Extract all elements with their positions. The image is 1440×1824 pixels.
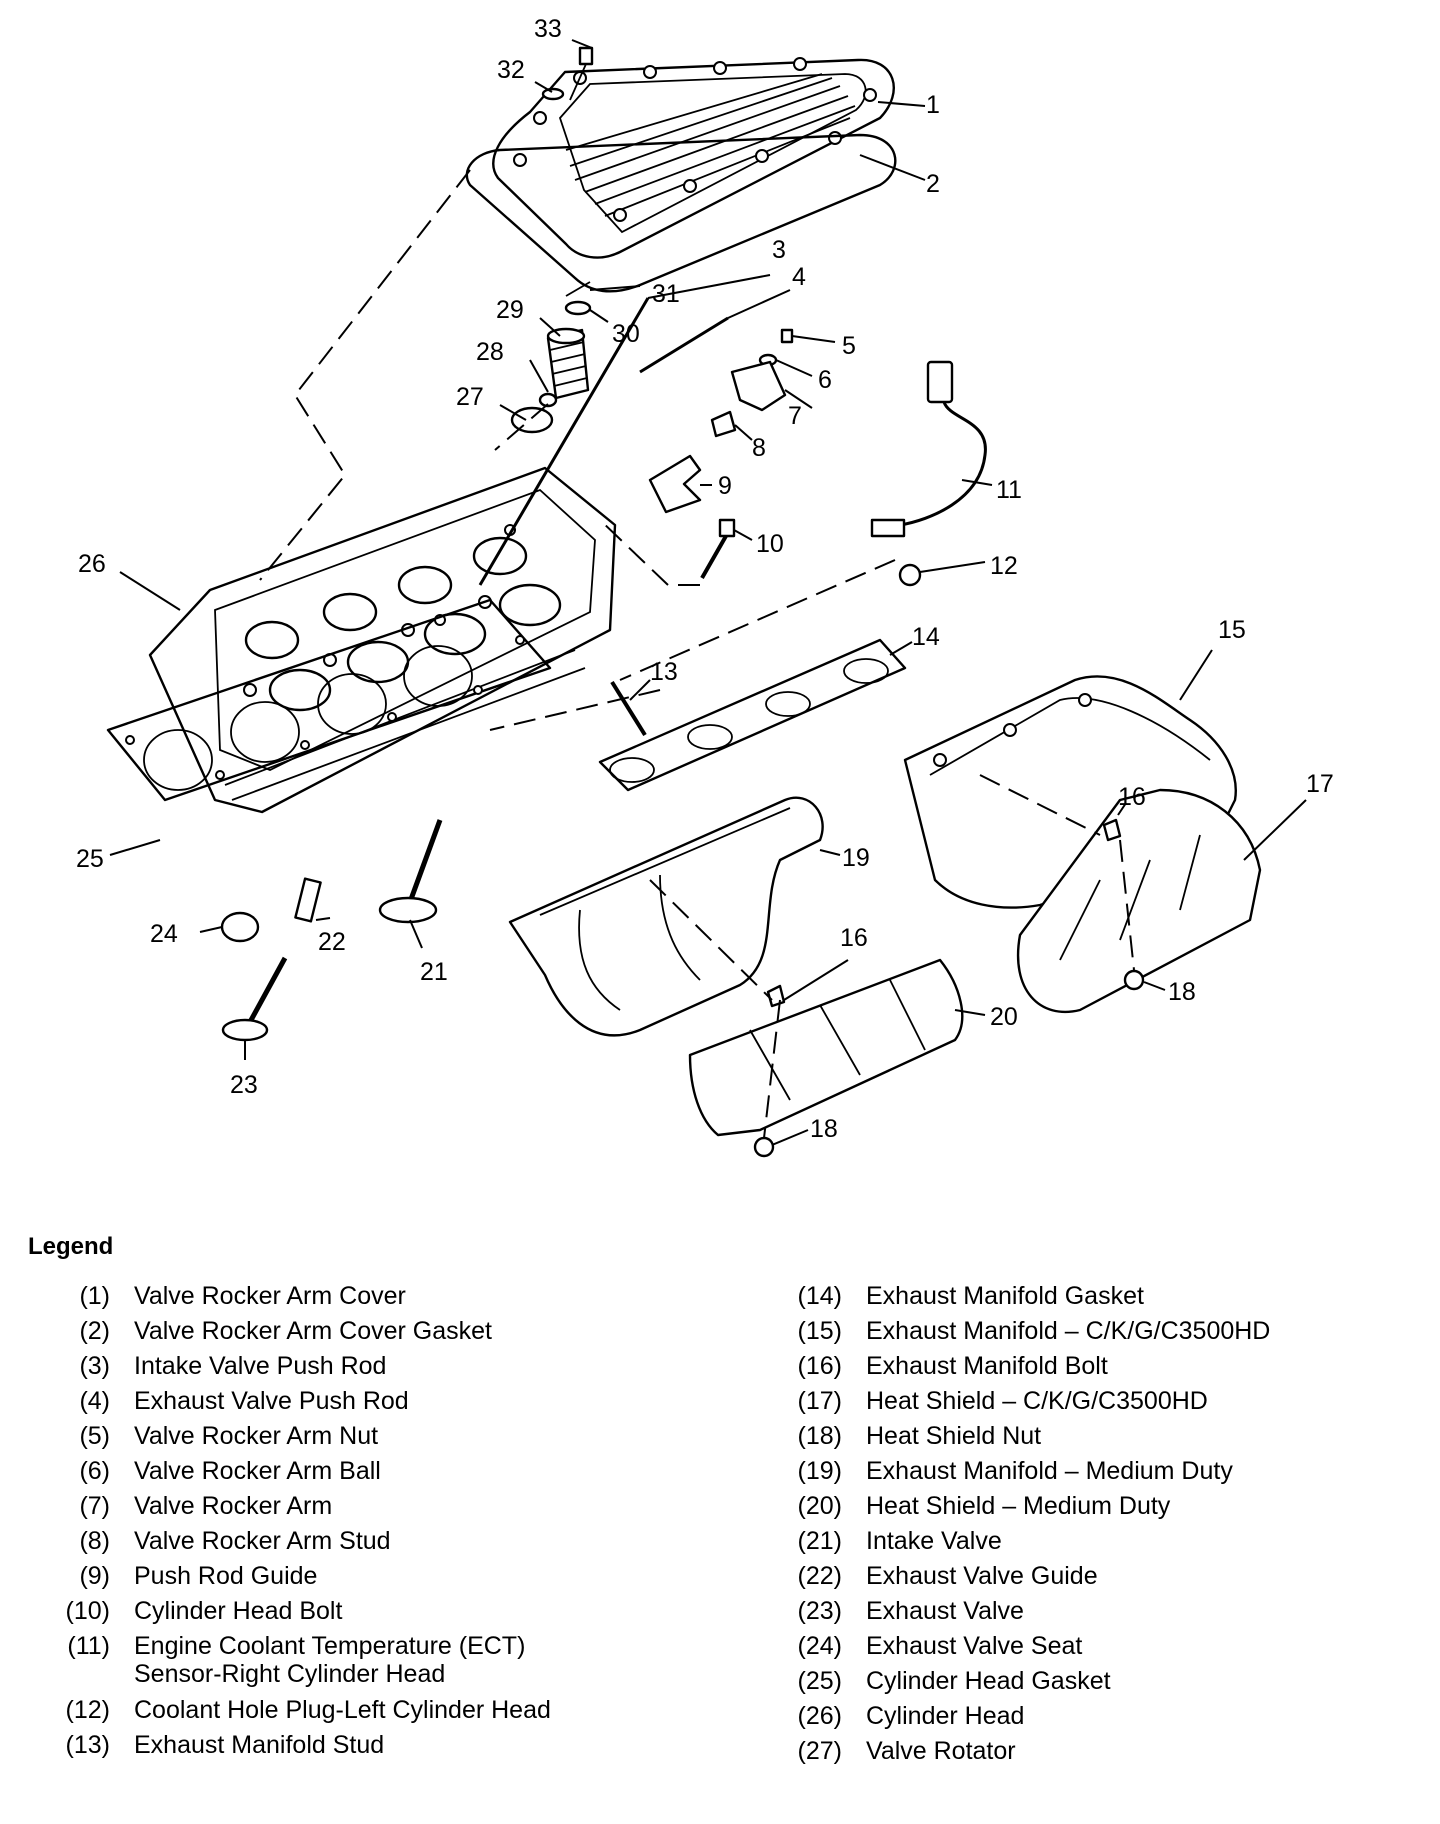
callout-label: 16 [840,924,868,952]
callout-label: 12 [990,552,1018,580]
heat-shield-ck [1016,788,1262,1013]
legend-item: (18)Heat Shield Nut [797,1422,1042,1450]
valve-spring-seat [538,392,558,408]
legend-item: (19)Exhaust Manifold – Medium Duty [797,1457,1233,1485]
callout-label: 33 [534,15,562,43]
callout-labels: 1 2 3 4 5 6 7 8 9 10 11 12 13 14 15 16 1… [76,15,1334,1143]
legend-title: Legend [28,1233,114,1260]
callout-label: 18 [810,1115,838,1143]
intake-valve-push-rod [478,297,650,586]
legend-item: (11)Engine Coolant Temperature (ECT) Sen… [67,1632,526,1688]
callout-label: 29 [496,296,524,324]
callout-label: 13 [650,658,678,686]
cylinder-head-bolt [700,518,736,579]
valve-rocker-arm-stud [710,410,737,438]
cylinder-head-gasket [106,598,552,802]
legend-item: (1)Valve Rocker Arm Cover [79,1282,406,1310]
valve-spring-retainer [564,300,592,316]
legend-item: (20)Heat Shield – Medium Duty [797,1492,1171,1520]
callout-label: 31 [652,280,680,308]
cover-bolt [541,46,594,101]
callout-label: 7 [788,402,802,430]
callout-label: 24 [150,920,178,948]
ect-sensor [870,360,987,538]
valve-key [565,281,591,297]
legend-item: (24)Exhaust Valve Seat [797,1632,1083,1660]
exhaust-valve-push-rod [639,316,729,374]
callout-label: 25 [76,845,104,873]
callout-label: 32 [497,56,525,84]
callout-label: 16 [1118,783,1146,811]
legend-item: (6)Valve Rocker Arm Ball [79,1457,381,1485]
legend-item: (10)Cylinder Head Bolt [65,1597,343,1625]
exhaust-manifold-medium-duty [508,796,824,1037]
callout-label: 22 [318,928,346,956]
heat-shield-nut-ck [1123,969,1145,991]
alignment-lines [259,169,1135,1139]
exhaust-valve [221,956,288,1042]
legend-item: (13)Exhaust Manifold Stud [65,1731,385,1759]
legend-item: (4)Exhaust Valve Push Rod [79,1387,409,1415]
callout-label: 11 [996,476,1022,504]
exhaust-valve-guide [294,877,322,923]
exploded-view-diagram: 1 2 3 4 5 6 7 8 9 10 11 12 13 14 15 16 1… [76,15,1334,1158]
callout-label: 1 [926,91,940,119]
legend-item: (12)Coolant Hole Plug-Left Cylinder Head [65,1696,551,1724]
valve-rocker-arm-cover-gasket [465,133,897,293]
legend-item: (5)Valve Rocker Arm Nut [79,1422,379,1450]
callout-label: 26 [78,550,106,578]
legend-item: (9)Push Rod Guide [79,1562,318,1590]
callout-label: 17 [1306,770,1334,798]
legend-item: (15)Exhaust Manifold – C/K/G/C3500HD [797,1317,1271,1345]
callout-label: 20 [990,1003,1018,1031]
callout-label: 6 [818,366,832,394]
callout-label: 15 [1218,616,1246,644]
legend-item: (26)Cylinder Head [797,1702,1025,1730]
callout-label: 9 [718,472,732,500]
coolant-hole-plug [898,563,922,587]
callout-label: 19 [842,844,870,872]
exhaust-manifold-bolt-ck [1102,818,1122,842]
valve-rocker-arm [730,360,787,412]
leader-lines [109,39,1307,1146]
legend-item: (3)Intake Valve Push Rod [79,1352,387,1380]
callout-label: 21 [420,958,448,986]
cylinder-head [148,466,617,814]
legend-item: (23)Exhaust Valve [797,1597,1024,1625]
heat-shield-nut-md [753,1136,775,1158]
callout-label: 8 [752,434,766,462]
legend-item: (14)Exhaust Manifold Gasket [797,1282,1144,1310]
callout-label: 14 [912,623,940,651]
push-rod-guide [648,454,702,514]
callout-label: 28 [476,338,504,366]
callout-label: 2 [926,170,940,198]
legend-item: (7)Valve Rocker Arm [79,1492,333,1520]
intake-valve [378,819,443,924]
callout-label: 3 [772,236,786,264]
legend-item: (25)Cylinder Head Gasket [797,1667,1111,1695]
legend-item: (22)Exhaust Valve Guide [797,1562,1098,1590]
legend-item: (16)Exhaust Manifold Bolt [797,1352,1108,1380]
callout-label: 23 [230,1071,258,1099]
callout-label: 18 [1168,978,1196,1006]
callout-label: 30 [612,320,640,348]
legend-item: (21)Intake Valve [797,1527,1002,1555]
exhaust-valve-seat [220,911,260,943]
valve-rotator [510,406,554,434]
callout-label: 27 [456,383,484,411]
legend-item: (2)Valve Rocker Arm Cover Gasket [79,1317,492,1345]
heat-shield-medium-duty [688,958,964,1137]
exhaust-manifold-bolt-md [766,984,786,1008]
callout-label: 4 [792,263,806,291]
exhaust-manifold-stud [610,680,647,737]
legend-item: (8)Valve Rocker Arm Stud [79,1527,391,1555]
callout-label: 5 [842,332,856,360]
callout-label: 10 [756,530,784,558]
legend-item: (17)Heat Shield – C/K/G/C3500HD [797,1387,1208,1415]
valve-spring [546,327,590,400]
legend-item: (27)Valve Rotator [797,1737,1016,1765]
valve-rocker-arm-nut [780,328,794,344]
exhaust-manifold-gasket [598,638,907,792]
